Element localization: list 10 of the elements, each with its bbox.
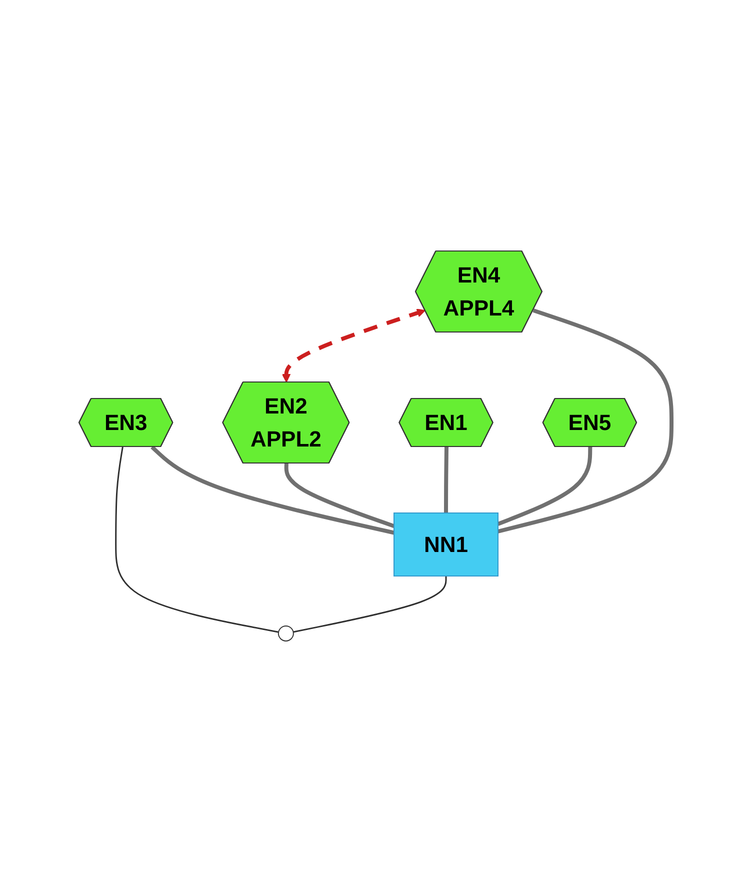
arrow [282, 308, 426, 382]
connector [150, 445, 395, 534]
node-box: NN1 [394, 512, 499, 576]
connector [498, 308, 674, 533]
connector [293, 575, 447, 632]
connector [498, 446, 592, 526]
node-cloud [278, 624, 294, 641]
connector [284, 462, 395, 528]
connector [115, 446, 279, 632]
connector [444, 446, 449, 512]
